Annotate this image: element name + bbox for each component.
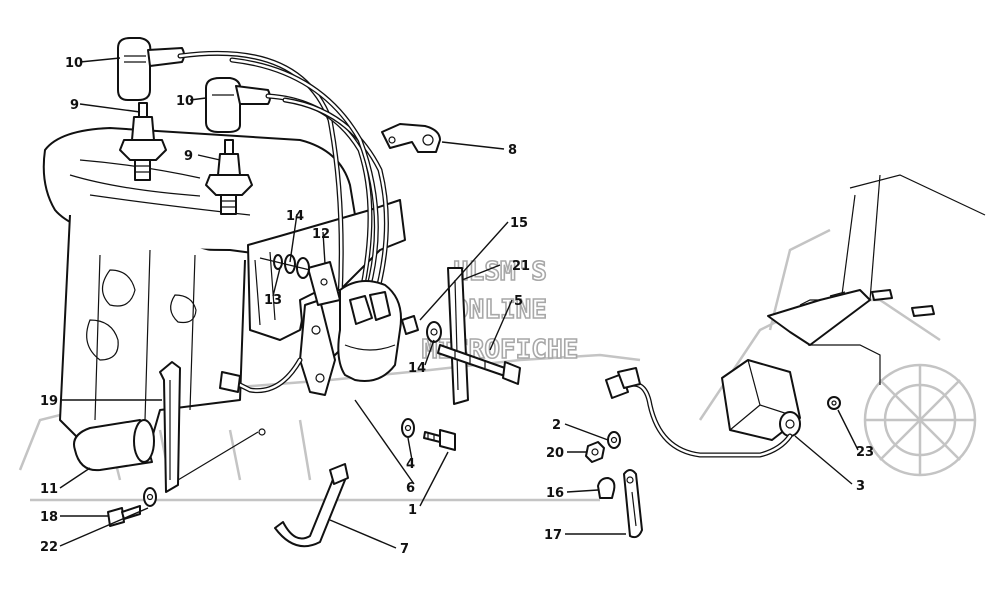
- bolt-18: [107, 505, 141, 527]
- callout-23: 23: [856, 445, 874, 460]
- strap-19: [159, 361, 266, 493]
- callout-4: 4: [406, 457, 415, 472]
- spark-plug-boot-lower: [205, 77, 271, 133]
- high-tension-wires: [177, 50, 389, 303]
- spark-plug-boot-upper: [117, 37, 185, 101]
- callout-17: 17: [544, 528, 562, 543]
- callout-2: 2: [552, 418, 561, 433]
- callout-18: 18: [40, 510, 58, 525]
- bolt-1: [423, 429, 456, 451]
- watermark-line-1: HLSM'S: [453, 257, 547, 287]
- callout-7: 7: [400, 542, 409, 557]
- callout-12: 12: [312, 227, 330, 242]
- callout-10-lower: 10: [176, 94, 194, 109]
- callout-16: 16: [546, 486, 564, 501]
- callout-5: 5: [514, 294, 523, 309]
- bracket-12: [307, 261, 341, 306]
- bracket-8: [381, 123, 441, 153]
- callout-labels: 10 9 10 9 8 14 12 15 21 5 13 14 19 11 18…: [40, 56, 874, 557]
- callout-1: 1: [408, 503, 417, 518]
- callout-6: 6: [406, 481, 415, 496]
- callout-10-upper: 10: [65, 56, 83, 71]
- star-washer-23: [827, 396, 841, 410]
- callout-14-lower: 14: [408, 361, 426, 376]
- voltage-regulator-3: [721, 359, 801, 441]
- callout-8: 8: [508, 143, 517, 158]
- strap-17: [623, 469, 643, 539]
- cap-nut-16: [597, 477, 616, 499]
- callout-20: 20: [546, 446, 564, 461]
- strap-7: [274, 463, 349, 548]
- callout-13: 13: [264, 293, 282, 308]
- sleeve-11: [73, 419, 155, 472]
- callout-3: 3: [856, 479, 865, 494]
- leader-lines: [59, 57, 859, 549]
- strap-21: [447, 267, 469, 405]
- regulator-wiring: [605, 367, 793, 458]
- chassis-frame-right: [767, 174, 986, 385]
- spark-plug-lower: [205, 139, 253, 215]
- callout-21: 21: [512, 259, 530, 274]
- callout-22: 22: [40, 540, 58, 555]
- bolt-5: [437, 344, 521, 385]
- callout-9-upper: 9: [70, 98, 79, 113]
- callout-11: 11: [40, 482, 58, 497]
- spark-plug-upper: [119, 102, 167, 181]
- washer-2: [607, 431, 621, 449]
- washer-4: [401, 418, 415, 438]
- washer-14: [426, 321, 442, 343]
- washer-22: [143, 487, 157, 507]
- watermark-line-2: ONLINE: [453, 295, 547, 325]
- callout-15: 15: [510, 216, 528, 231]
- coil-lead-wire: [219, 357, 303, 394]
- nut-stack-13: [259, 254, 311, 279]
- nut-20: [585, 441, 605, 463]
- spacer-15: [401, 315, 419, 335]
- engine-cylinder-head: [42, 127, 356, 446]
- callout-9-lower: 9: [184, 149, 193, 164]
- callout-14-upper: 14: [286, 209, 304, 224]
- callout-19: 19: [40, 394, 58, 409]
